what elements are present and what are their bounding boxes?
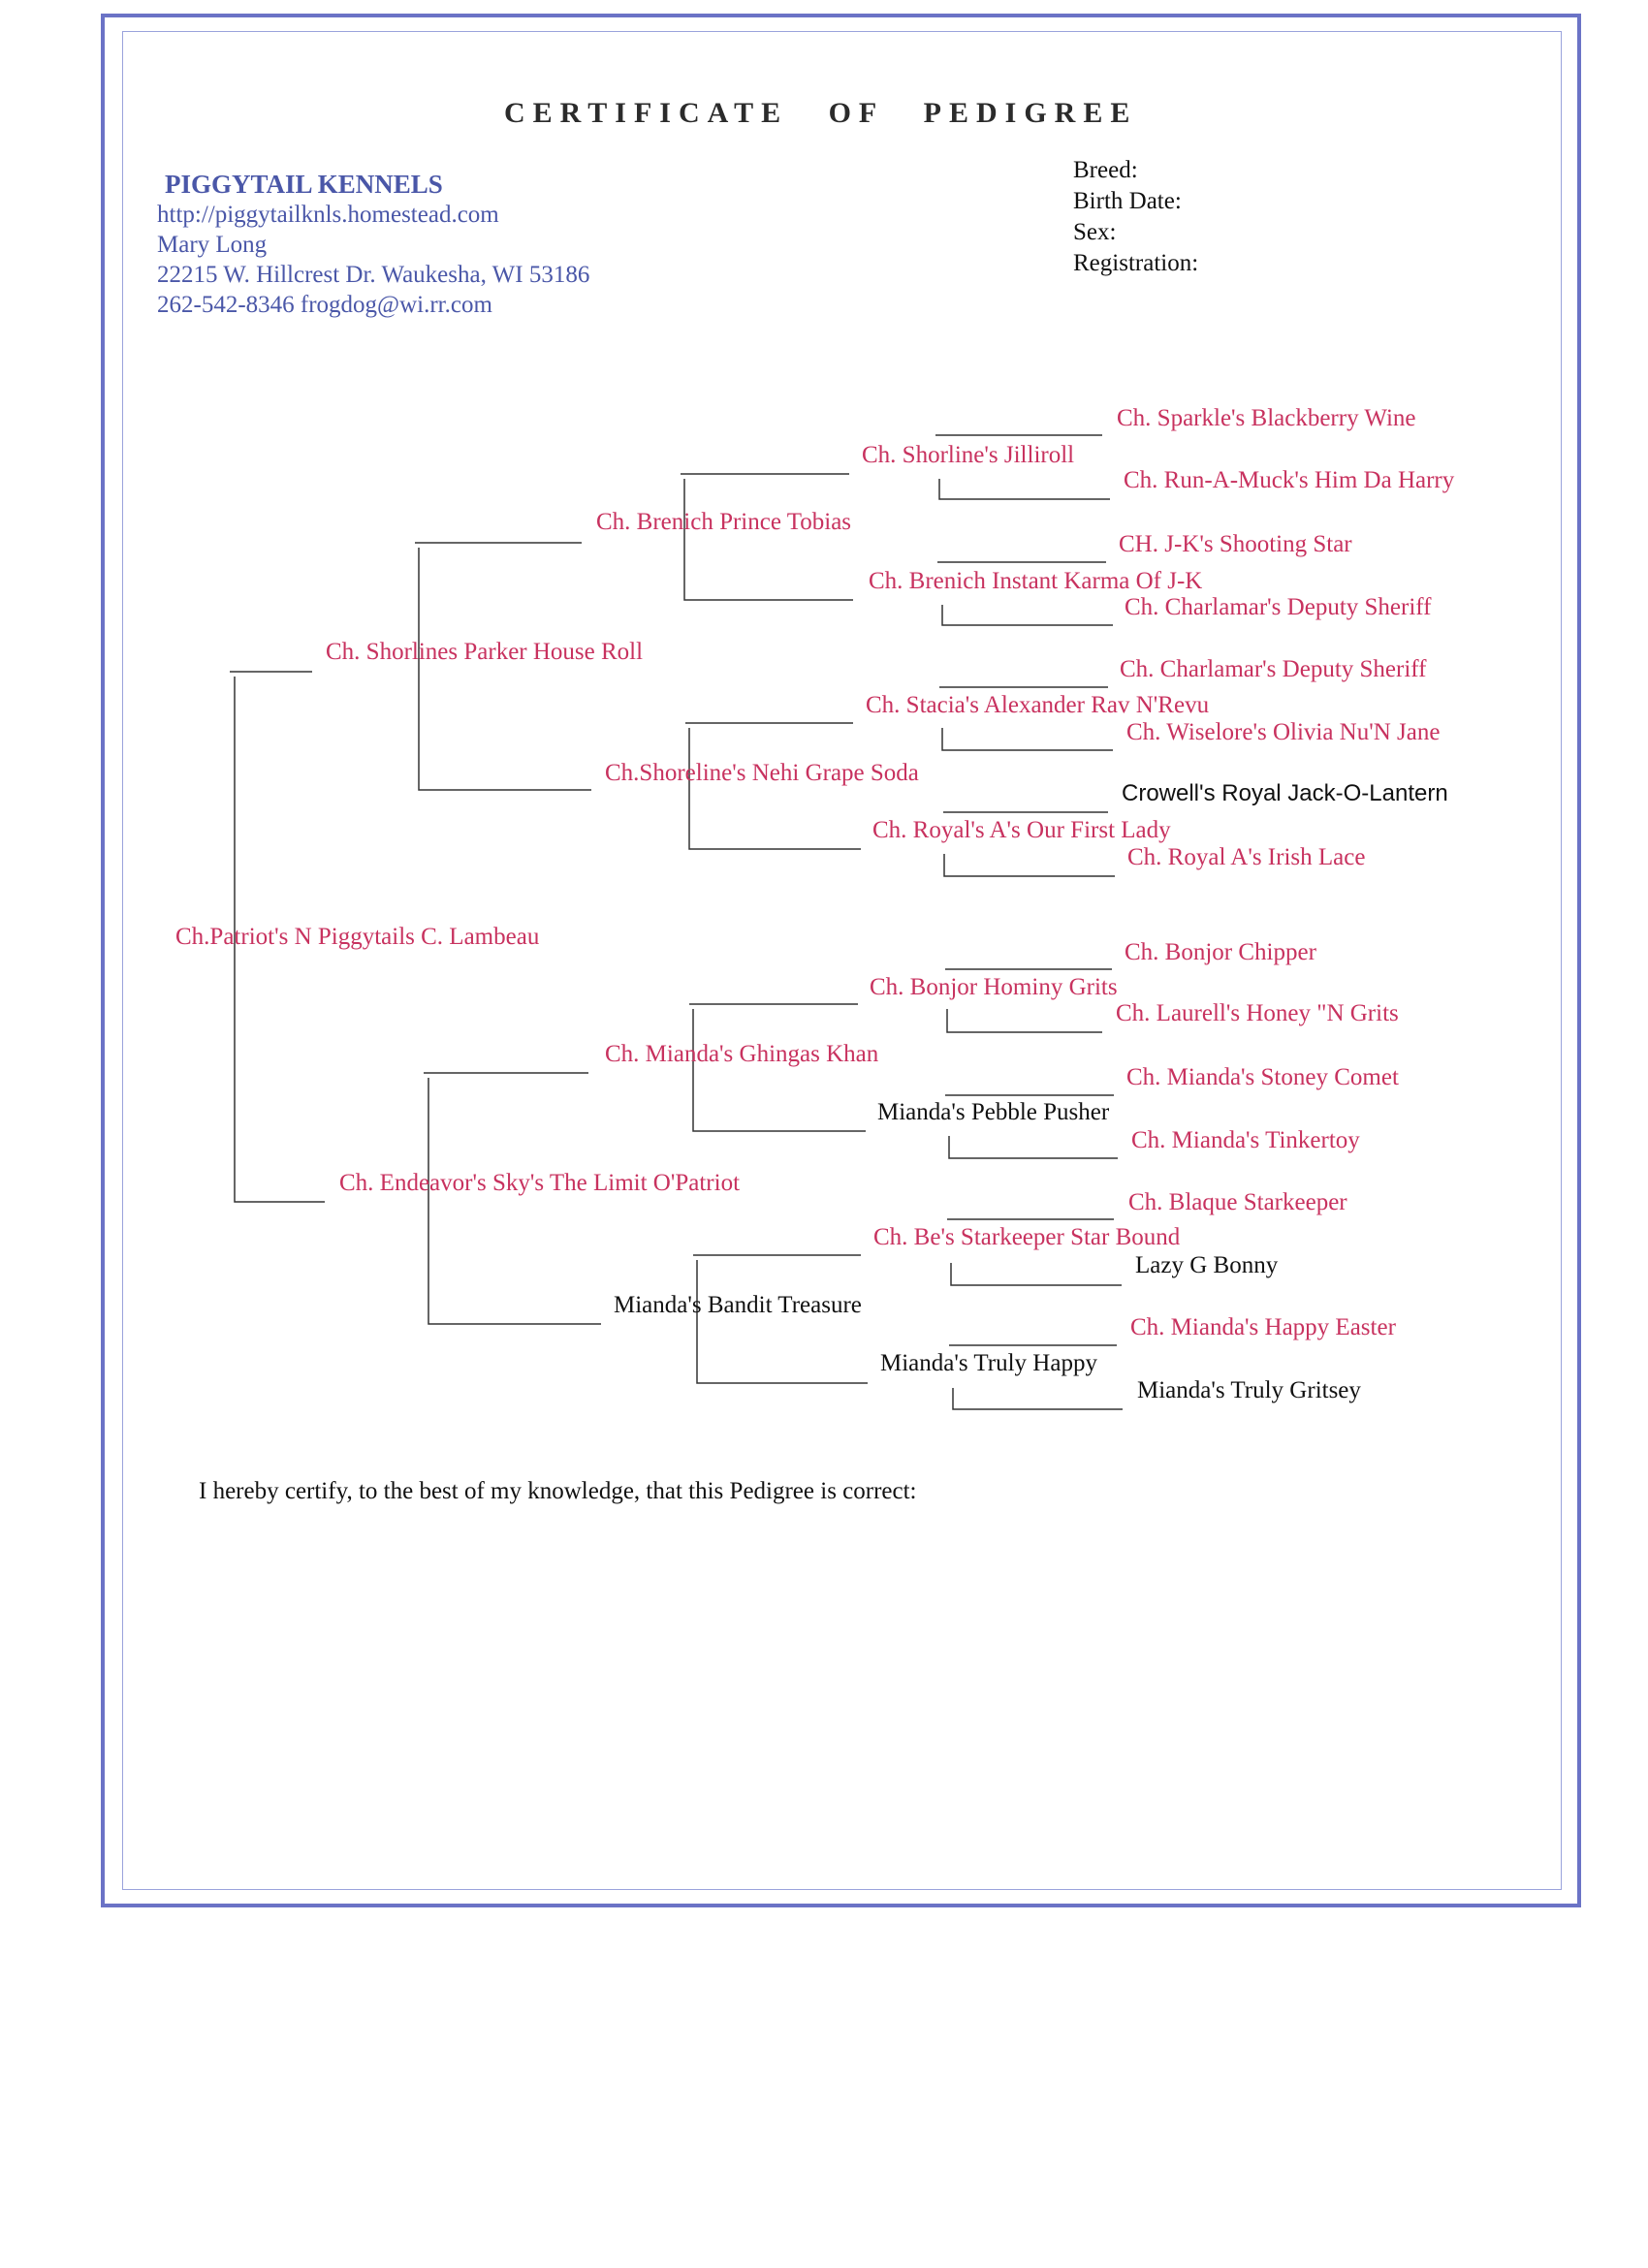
gen4-name: Ch. Bonjor Chipper <box>1125 939 1316 965</box>
inner-border <box>122 31 1562 1890</box>
kennel-owner: Mary Long <box>157 232 268 258</box>
sire-sire-name: Ch. Brenich Prince Tobias <box>596 509 852 535</box>
certification-statement: I hereby certify, to the best of my know… <box>199 1478 917 1504</box>
gen3-name: Ch. Be's Starkeeper Star Bound <box>873 1224 1181 1250</box>
gen4-name: Mianda's Truly Gritsey <box>1137 1377 1361 1403</box>
kennel-contact: 262-542-8346 frogdog@wi.rr.com <box>157 292 492 318</box>
gen3-name: Ch. Brenich Instant Karma Of J-K <box>869 568 1203 594</box>
registration-label: Registration: <box>1073 250 1199 276</box>
gen4-name: Ch. Wiselore's Olivia Nu'N Jane <box>1126 719 1441 745</box>
dam-name: Ch. Endeavor's Sky's The Limit O'Patriot <box>339 1170 741 1196</box>
dog-name: Ch.Patriot's N Piggytails C. Lambeau <box>175 924 540 950</box>
gen4-name: Ch. Mianda's Stoney Comet <box>1126 1064 1399 1090</box>
dog-info-fields: Breed: Birth Date: Sex: Registration: <box>1073 155 1198 279</box>
gen3-name: Ch. Royal's A's Our First Lady <box>872 817 1171 843</box>
gen4-name: Crowell's Royal Jack-O-Lantern <box>1122 780 1448 806</box>
sex-label: Sex: <box>1073 219 1117 245</box>
birth-date-label: Birth Date: <box>1073 188 1182 214</box>
outer-border <box>101 14 1581 1907</box>
sire-name: Ch. Shorlines Parker House Roll <box>326 639 644 665</box>
kennel-name: PIGGYTAIL KENNELS <box>165 170 443 199</box>
gen3-name: Mianda's Truly Happy <box>880 1350 1097 1376</box>
dam-sire-name: Ch. Mianda's Ghingas Khan <box>605 1041 879 1067</box>
certificate-title: CERTIFICATE OF PEDIGREE <box>504 97 1138 129</box>
gen4-name: Ch. Mianda's Happy Easter <box>1130 1314 1396 1340</box>
gen3-name: Ch. Stacia's Alexander Rav N'Revu <box>866 692 1210 718</box>
gen4-name: Ch. Charlamar's Deputy Sheriff <box>1125 594 1432 620</box>
gen4-name: Ch. Sparkle's Blackberry Wine <box>1117 405 1416 431</box>
kennel-website[interactable]: http://piggytailknls.homestead.com <box>157 202 499 228</box>
gen3-name: Ch. Shorline's Jilliroll <box>862 442 1075 468</box>
kennel-header: PIGGYTAIL KENNELS http://piggytailknls.h… <box>157 170 589 320</box>
kennel-address: 22215 W. Hillcrest Dr. Waukesha, WI 5318… <box>157 262 590 288</box>
dam-dam-name: Mianda's Bandit Treasure <box>614 1292 862 1318</box>
gen4-name: Ch. Royal A's Irish Lace <box>1127 844 1366 870</box>
breed-label: Breed: <box>1073 157 1138 183</box>
gen4-name: Ch. Laurell's Honey "N Grits <box>1116 1000 1399 1026</box>
gen4-name: Ch. Charlamar's Deputy Sheriff <box>1120 656 1427 682</box>
gen4-name: Ch. Run-A-Muck's Him Da Harry <box>1124 467 1455 493</box>
gen4-name: Ch. Blaque Starkeeper <box>1128 1189 1347 1215</box>
gen3-name: Ch. Bonjor Hominy Grits <box>870 974 1118 1000</box>
gen3-name: Mianda's Pebble Pusher <box>877 1099 1110 1125</box>
gen4-name: Lazy G Bonny <box>1135 1252 1279 1278</box>
gen4-name: CH. J-K's Shooting Star <box>1119 531 1352 557</box>
sire-dam-name: Ch.Shoreline's Nehi Grape Soda <box>605 760 919 786</box>
gen4-name: Ch. Mianda's Tinkertoy <box>1131 1127 1360 1153</box>
